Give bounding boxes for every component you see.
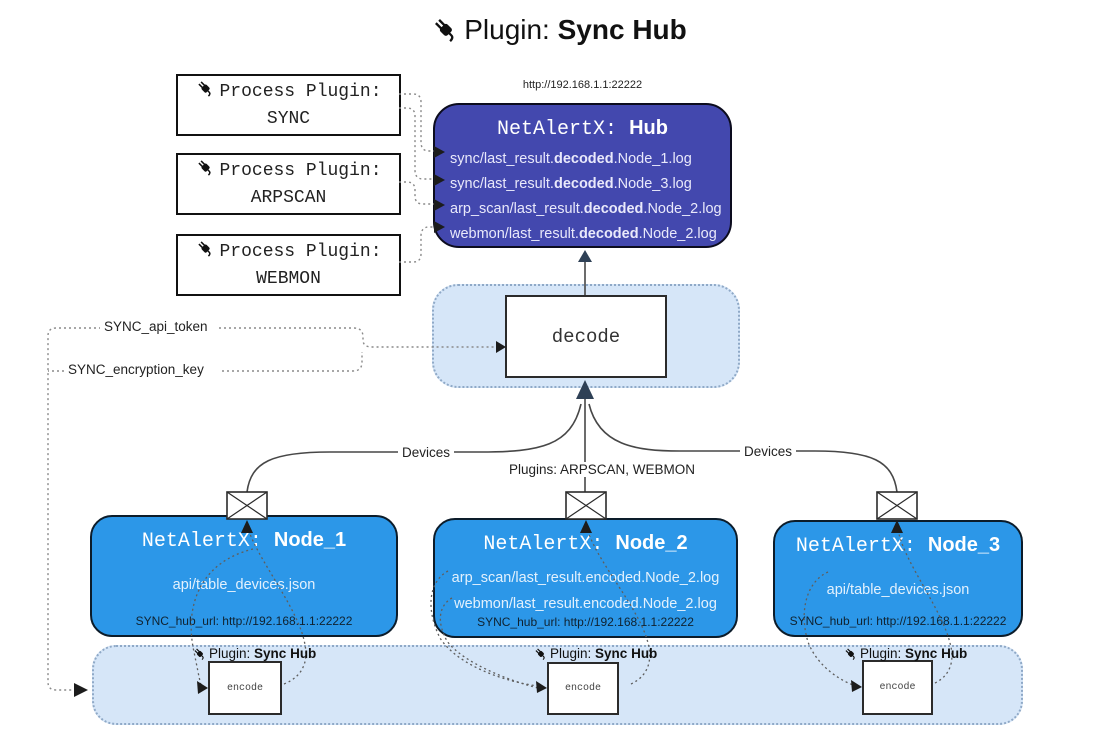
- devices-right-label: Devices: [740, 444, 797, 459]
- decode-box: decode: [505, 295, 667, 378]
- encoder2-plugin-label: Plugin: Sync Hub: [533, 646, 657, 664]
- node1-box: NetAlertX: Node_1 api/table_devices.json…: [90, 515, 398, 637]
- plug-icon: [430, 14, 460, 51]
- node2-box: NetAlertX: Node_2 arp_scan/last_result.e…: [433, 518, 738, 638]
- decode-label: decode: [551, 325, 621, 348]
- title-prefix: Plugin:: [464, 14, 550, 45]
- node3-box: NetAlertX: Node_3 api/table_devices.json…: [773, 520, 1023, 637]
- node-title: NetAlertX: Node_2: [483, 532, 688, 556]
- process-plugin-sync-box: Process Plugin: SYNC: [176, 74, 401, 136]
- process-plugin-label: Process Plugin:: [219, 242, 382, 262]
- node-file: webmon/last_result.encoded.Node_2.log: [454, 596, 717, 612]
- plugins-middle-label: Plugins: ARPSCAN, WEBMON: [505, 462, 700, 477]
- plug-icon: [195, 78, 215, 107]
- hub-box: NetAlertX: Hub sync/last_result.decoded.…: [433, 103, 732, 248]
- process-plugin-name: WEBMON: [256, 269, 321, 289]
- sync-api-token-label: SYNC_api_token: [100, 319, 212, 334]
- title-name: Sync Hub: [557, 14, 687, 45]
- encode-label: encode: [226, 682, 263, 694]
- token-connectors: [47, 327, 506, 697]
- encoder1-plugin-label: Plugin: Sync Hub: [192, 646, 316, 664]
- hub-log-line: webmon/last_result.decoded.Node_2.log: [450, 226, 717, 242]
- encode2-box: encode: [547, 662, 619, 715]
- encode-label: encode: [564, 683, 601, 694]
- process-plugin-label: Process Plugin:: [219, 82, 382, 102]
- encode1-box: encode: [208, 661, 282, 715]
- plug-icon: [533, 646, 548, 664]
- plug-icon: [195, 157, 215, 186]
- envelope-icon: [876, 491, 918, 520]
- process-plugin-name: ARPSCAN: [250, 188, 327, 208]
- encoder3-plugin-label: Plugin: Sync Hub: [843, 646, 967, 664]
- hub-log-line: sync/last_result.decoded.Node_1.log: [450, 151, 692, 167]
- node-footer: SYNC_hub_url: http://192.168.1.1:22222: [477, 615, 694, 629]
- plug-icon: [192, 646, 207, 664]
- hub-title-prefix: NetAlertX:: [497, 118, 618, 141]
- process-plugin-name: SYNC: [266, 109, 311, 129]
- plug-icon: [195, 238, 215, 267]
- process-plugin-webmon-box: Process Plugin: WEBMON: [176, 234, 401, 296]
- hub-title-name: Hub: [629, 117, 668, 139]
- hub-title: NetAlertX: Hub: [435, 114, 730, 144]
- page-title: Plugin: Sync Hub: [0, 14, 1117, 51]
- hub-log-line: sync/last_result.decoded.Node_3.log: [450, 176, 692, 192]
- process-plugin-label: Process Plugin:: [219, 161, 382, 181]
- plug-icon: [843, 646, 858, 664]
- node-file: api/table_devices.json: [172, 577, 316, 593]
- encode-label: encode: [879, 682, 916, 693]
- hub-url: http://192.168.1.1:22222: [522, 79, 643, 91]
- node-file: api/table_devices.json: [826, 582, 970, 598]
- node-footer: SYNC_hub_url: http://192.168.1.1:22222: [789, 614, 1007, 628]
- node-footer: SYNC_hub_url: http://192.168.1.1:22222: [135, 614, 353, 628]
- node-title: NetAlertX: Node_3: [795, 534, 1001, 558]
- devices-left-label: Devices: [398, 445, 455, 460]
- hub-log-line: arp_scan/last_result.decoded.Node_2.log: [450, 201, 722, 217]
- node-title: NetAlertX: Node_1: [141, 529, 347, 553]
- process-plugin-arpscan-box: Process Plugin: ARPSCAN: [176, 153, 401, 215]
- sync-encryption-key-label: SYNC_encryption_key: [64, 362, 208, 377]
- encode3-box: encode: [862, 660, 933, 715]
- node-file: arp_scan/last_result.encoded.Node_2.log: [451, 570, 720, 586]
- envelope-icon: [565, 491, 607, 520]
